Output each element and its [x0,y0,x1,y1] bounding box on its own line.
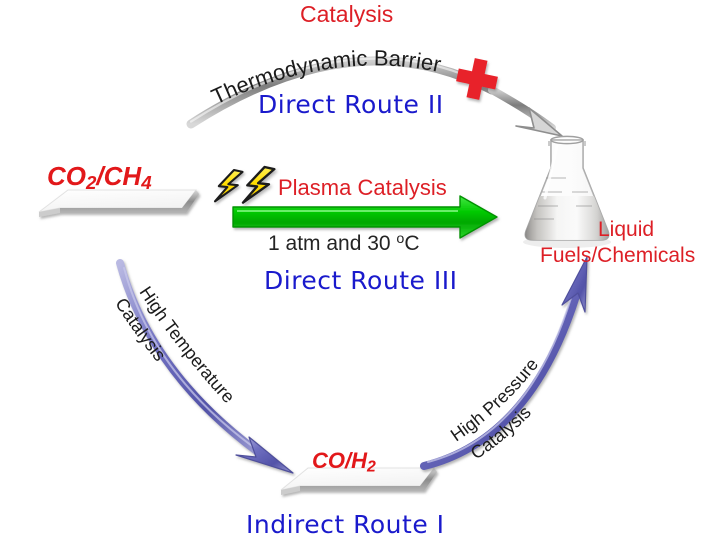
direct-route-2-label: Direct Route II [258,90,444,119]
plasma-catalysis-label: Plasma Catalysis [278,175,447,200]
plasma-catalysis-arrow [232,195,498,239]
product-label-line1: Liquid [598,218,655,241]
feedstock-formula-sub-2: 2 [86,172,97,194]
direct-route-3-label: Direct Route III [264,266,458,295]
conditions-unit-c: C [404,232,420,256]
lightning-bolt-icon-2 [241,165,276,204]
catalysis-top-label: Catalysis [300,1,394,27]
product-label-line2: Fuels/Chemicals [540,244,696,267]
feedstock-formula-co: CO [47,161,86,191]
reaction-conditions-label: 1 atm and 30 oC [268,232,420,254]
high-pressure-catalysis-arrow [420,256,588,470]
conditions-text: 1 atm and 30 [268,232,397,256]
syngas-formula-sub-2: 2 [367,458,376,476]
feedstock-formula-label: CO2/CH4 [47,163,152,193]
syngas-platform [280,467,437,495]
route-blocked-cross-icon [456,58,498,100]
indirect-route-1-label: Indirect Route I [246,510,445,539]
erlenmeyer-flask-icon [523,135,611,248]
syngas-formula-co: CO/H [312,448,367,473]
conditions-degree-symbol: o [396,231,405,247]
thermodynamic-barrier-arrow [186,56,563,137]
syngas-formula-label: CO/H2 [312,450,376,475]
feedstock-formula-sub-4: 4 [141,172,152,194]
feedstock-formula-ch: /CH [96,161,142,191]
lightning-bolt-icon-1 [213,168,244,203]
feedstock-platform [38,189,199,217]
high-temperature-catalysis-arrow [116,259,294,474]
